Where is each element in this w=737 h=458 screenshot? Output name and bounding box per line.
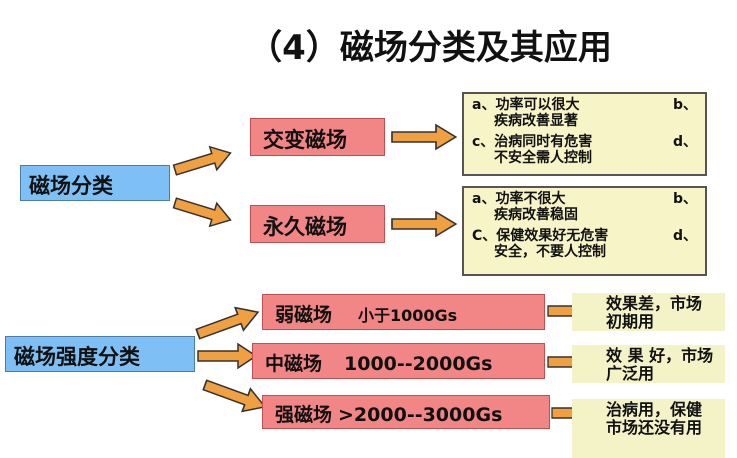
- arrow-icon: [391, 211, 457, 237]
- alternating-field-box: 交变磁场: [250, 118, 385, 156]
- strength-classification-box: 磁场强度分类: [5, 336, 195, 372]
- level-label: 弱磁场: [275, 304, 333, 326]
- feature-c: C、保健效果好无危害: [472, 228, 609, 244]
- arrow-icon: [170, 140, 235, 183]
- weak-field-note: 效果差，市场初期用: [572, 293, 725, 331]
- arrow-icon: [197, 343, 257, 369]
- feature-b: b、: [672, 97, 697, 113]
- level-range: >2000--3000Gs: [338, 404, 503, 426]
- feature-c-detail: 不安全需人控制: [494, 150, 592, 166]
- level-range: 1000--2000Gs: [344, 353, 493, 375]
- level-label: 中磁场: [265, 353, 323, 375]
- feature-b: b、: [672, 191, 697, 207]
- arrow-icon: [391, 124, 457, 150]
- classification-box: 磁场分类: [20, 165, 170, 201]
- alternating-features-box: a、功率可以很大疾病改善显著 b、 c、治病同时有危害不安全需人控制 d、: [462, 92, 707, 176]
- permanent-field-box: 永久磁场: [250, 205, 385, 243]
- strong-field-note: 治病用，保健市场还没有用: [572, 399, 725, 458]
- feature-a: a、功率不很大: [472, 191, 566, 207]
- feature-a-detail: 疾病改善稳固: [494, 207, 578, 223]
- arrow-icon: [193, 300, 263, 347]
- level-range: 小于1000Gs: [358, 306, 458, 325]
- arrow-icon: [200, 372, 270, 419]
- strong-field-box: 强磁场>2000--3000Gs: [262, 395, 550, 429]
- medium-field-box: 中磁场 1000--2000Gs: [252, 343, 545, 379]
- feature-d: d、: [672, 228, 697, 244]
- page-title: （4）磁场分类及其应用: [248, 28, 612, 68]
- arrow-icon: [170, 190, 235, 233]
- feature-d: d、: [672, 134, 697, 150]
- weak-field-box: 弱磁场 小于1000Gs: [262, 294, 545, 330]
- feature-a: a、功率可以很大: [472, 97, 580, 113]
- level-label: 强磁场: [275, 404, 333, 426]
- permanent-features-box: a、功率不很大疾病改善稳固 b、 C、保健效果好无危害安全，不要人控制 d、: [462, 186, 707, 276]
- medium-field-note: 效 果 好，市场广泛用: [572, 345, 725, 383]
- feature-c-detail: 安全，不要人控制: [494, 244, 606, 260]
- feature-a-detail: 疾病改善显著: [494, 113, 578, 129]
- feature-c: c、治病同时有危害: [472, 134, 593, 150]
